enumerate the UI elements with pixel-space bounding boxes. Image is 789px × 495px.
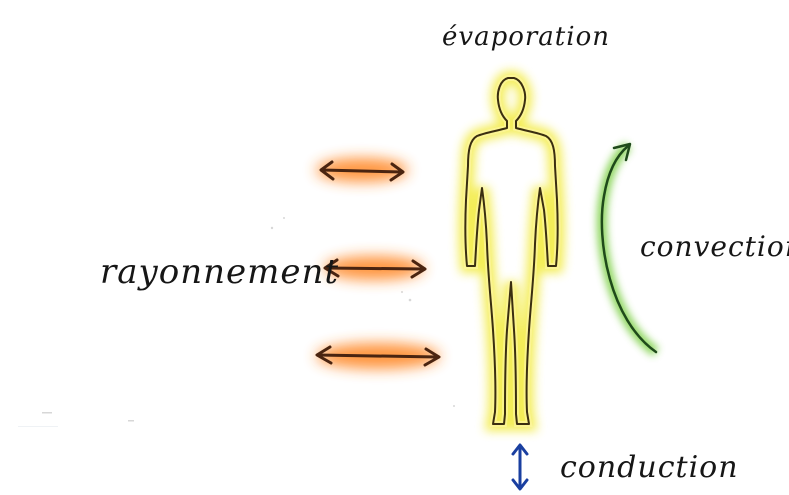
radiation-arrow-middle	[323, 256, 427, 280]
paper-smudges	[18, 217, 455, 427]
radiation-arrow-bottom	[315, 343, 441, 369]
conduction-arrow-icon	[511, 443, 529, 491]
convection-arrow-icon	[596, 142, 660, 357]
label-conduction: conduction	[560, 450, 739, 485]
label-rayonnement: rayonnement	[100, 252, 340, 292]
label-evaporation: évaporation	[442, 22, 610, 52]
radiation-arrow-top	[316, 158, 408, 182]
label-convection: convection	[640, 230, 789, 263]
human-silhouette-icon	[465, 78, 557, 424]
